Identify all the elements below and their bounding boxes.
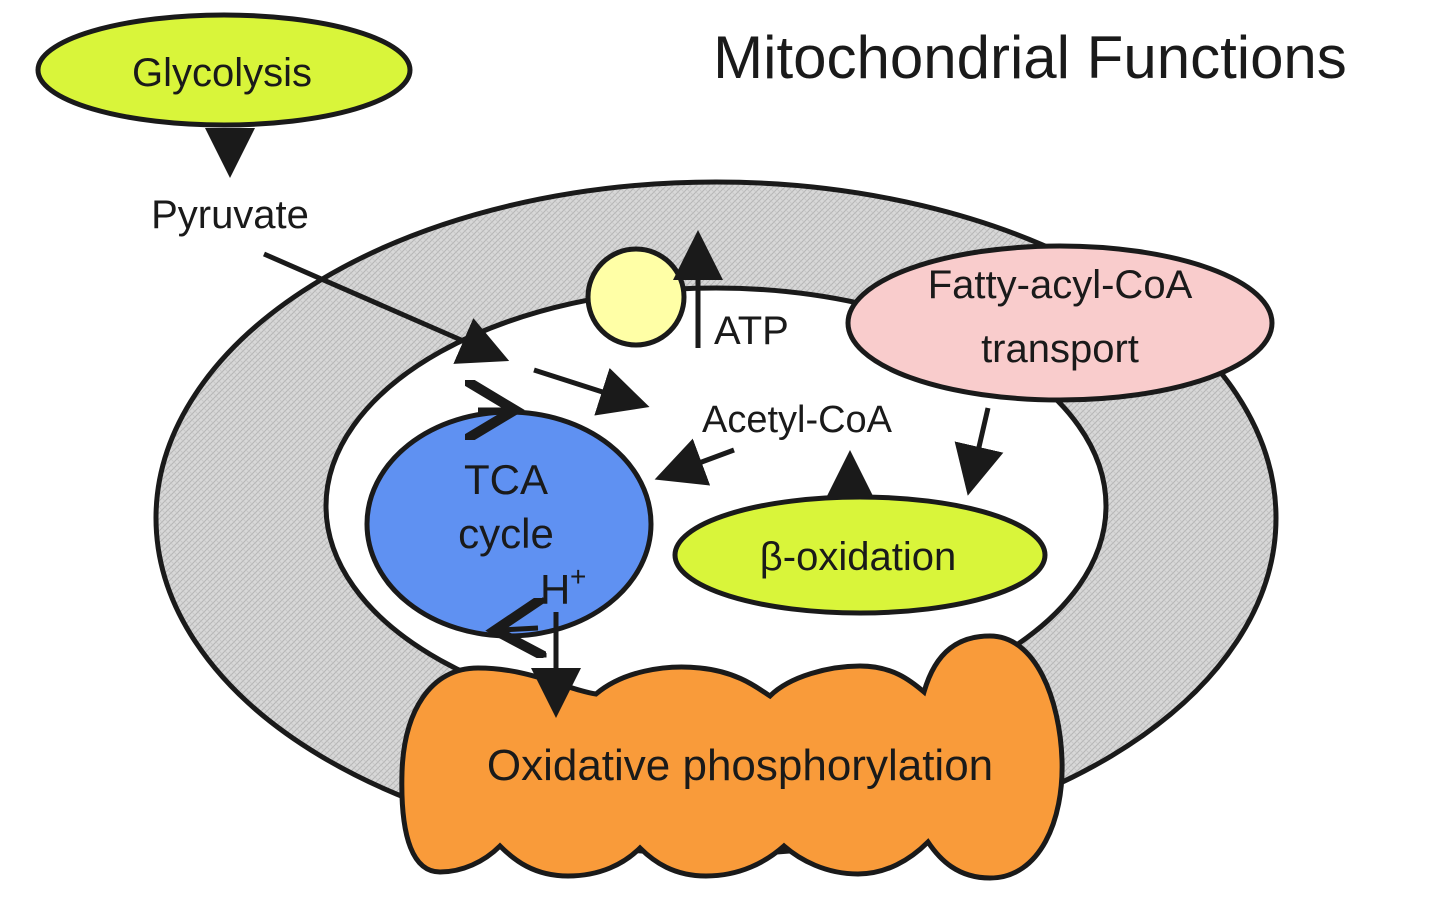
glycolysis-label: Glycolysis bbox=[132, 51, 312, 95]
pyruvate-entry-arrow bbox=[262, 251, 510, 364]
beta-oxidation-node bbox=[672, 494, 1048, 616]
tca-label: TCA bbox=[464, 456, 548, 503]
glycolysis-node bbox=[35, 12, 413, 128]
tca-cycle-bottom-arrow bbox=[500, 628, 538, 630]
pyruvate-label: Pyruvate bbox=[151, 193, 309, 237]
transport-to-beta-oxidation-arrow bbox=[954, 407, 1004, 496]
transport-label: transport bbox=[981, 327, 1139, 371]
atp-synthase-circle bbox=[585, 246, 687, 348]
fatty-acyl-coa-transport-node bbox=[845, 243, 1275, 403]
fatty-acyl-coa-label: Fatty-acyl-CoA bbox=[928, 263, 1193, 307]
atp-label: ATP bbox=[714, 309, 789, 353]
acetyl-coa-label: Acetyl-CoA bbox=[702, 399, 893, 441]
oxidative-phosphorylation-label: Oxidative phosphorylation bbox=[487, 741, 993, 790]
diagram-title: Mitochondrial Functions bbox=[713, 24, 1347, 91]
h-plus-superscript: + bbox=[570, 561, 586, 592]
beta-oxidation-label: β-oxidation bbox=[760, 535, 956, 579]
cycle-label: cycle bbox=[458, 510, 554, 557]
pyruvate-to-acetyl-coa-arrow bbox=[533, 367, 650, 416]
acetyl-coa-to-tca-arrow bbox=[654, 438, 735, 486]
h-plus-label: H bbox=[540, 566, 570, 613]
